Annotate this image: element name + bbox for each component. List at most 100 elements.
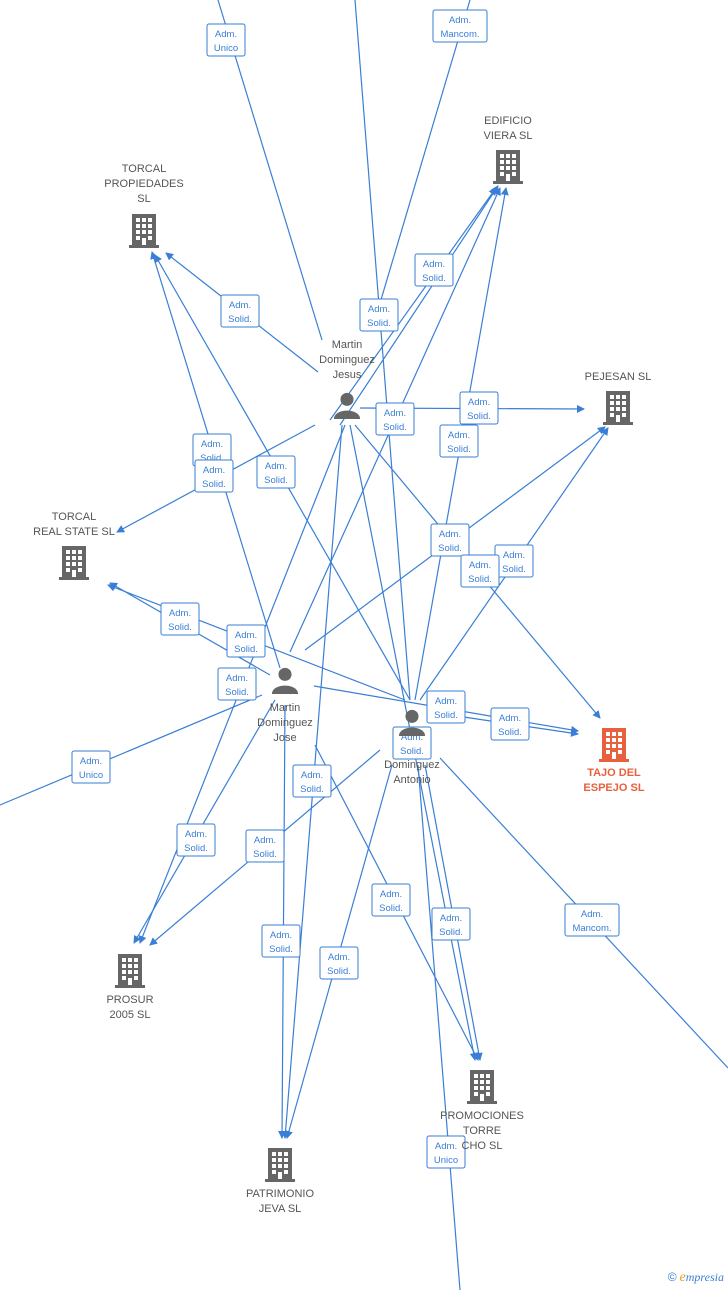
edge-label: Adm.Mancom. [564,903,620,937]
edge-label-text: Adm. [270,930,292,941]
edge-label-box [459,391,499,425]
node-label-line: PROSUR [106,994,153,1006]
brand-footer: © empresia [668,1270,724,1286]
copyright-icon: © [667,1270,677,1284]
node-label-line: TORRE [463,1125,501,1137]
edge-label-text: Unico [79,770,103,781]
edge-label-box [226,624,266,658]
edge-label: Adm. Solid. [359,298,399,332]
edge-label-box [217,667,257,701]
node-label-line: SL [137,193,150,205]
edge-label-text: Adm. [401,732,423,743]
edge-line [0,694,263,806]
edge-label: Adm.Solid. [375,402,415,436]
edge-label-text: Solid. [468,574,492,585]
edge-label-text: Solid. [400,746,424,757]
edge-label-box [460,554,500,588]
edge-label: Adm. Solid. [261,924,301,958]
edge-label: Adm. Solid. [414,253,454,287]
node-label-line: TAJO DEL [587,767,641,779]
edge-label: Adm.Mancom. [432,9,488,43]
edge-line [339,185,499,426]
edge-label-box [414,253,454,287]
node-label-line: Dominguez [257,717,313,729]
building-icon [603,391,633,425]
edge-label-text: Adm. [201,439,223,450]
edge-label-text: Adm. [440,913,462,924]
edge-label-box [71,750,111,784]
edge-label: Adm.Solid. [217,667,257,701]
edge-label-text: Solid. [379,903,403,914]
node-label-line: Antonio [393,774,430,786]
edge-label-text: Solid. [422,273,446,284]
person-icon [398,709,426,736]
edge-label-text: Adm. [368,304,390,315]
node-label-line: VIERA SL [484,130,533,142]
edge-label-text: Solid. [434,710,458,721]
edge-label-text: Adm. [185,829,207,840]
node-label-line: PROPIEDADES [104,178,183,190]
edge-label-text: Adm. [499,713,521,724]
edge-label: Adm. Unico [71,750,111,784]
building-icon [599,728,629,762]
edge-label-text: Solid. [467,411,491,422]
edge-label-box [431,907,471,941]
edge-label-text: Solid. [502,564,526,575]
edge-line [217,0,323,341]
edge-label-text: Adm. [328,952,350,963]
edge-label-text: Solid. [269,944,293,955]
node-label-line: 2005 SL [110,1009,151,1021]
edge-label-text: Adm. [254,835,276,846]
edge-label-box [359,298,399,332]
edge-label: Adm. Solid. [160,602,200,636]
edge-line [417,764,461,1290]
edge-label-text: Adm. [226,673,248,684]
node-label-line: JEVA SL [259,1203,302,1215]
brand-logo-e: e [679,1270,686,1285]
edge-label-text: Adm. [203,465,225,476]
edge-label-box [261,924,301,958]
edge-label-text: Adm. [581,909,603,920]
node-label-line: CHO SL [462,1140,503,1152]
edge-label-box [160,602,200,636]
edge-label-text: Solid. [264,475,288,486]
edge-label: Adm.Solid. [426,690,466,724]
edge-label-text: Adm. [423,259,445,270]
edge-label-box [245,829,285,863]
edge-label-text: Adm. [169,608,191,619]
edge-label-box [371,883,411,917]
edge-label-text: Solid. [234,644,258,655]
node-label-line: Dominguez [384,759,440,771]
edge-label-text: Adm. [235,630,257,641]
building-icon [115,954,145,988]
edge-label-text: Solid. [168,622,192,633]
node-prosur[interactable]: PROSUR 2005 SL [106,954,154,1021]
edge-label-text: Unico [214,43,238,54]
edge-label-box [220,294,260,328]
node-pejesan[interactable]: PEJESAN SL [585,371,652,425]
edge-label: Adm.Solid. [319,946,359,980]
edge-label-text: Solid. [447,444,471,455]
edge-label-text: Solid. [367,318,391,329]
edge-label-box [430,523,470,557]
edge-label-text: Mancom. [440,29,479,40]
edge-label-text: Solid. [300,784,324,795]
edge-label-text: Adm. [80,756,102,767]
edge-label: Adm.Solid. [292,764,332,798]
edge-label-text: Unico [434,1155,458,1166]
node-label-line: REAL STATE SL [33,526,115,538]
building-icon [467,1070,497,1104]
edge-label: Adm.Solid. [256,455,296,489]
edge-label-box [319,946,359,980]
edge-label-text: Adm. [384,408,406,419]
